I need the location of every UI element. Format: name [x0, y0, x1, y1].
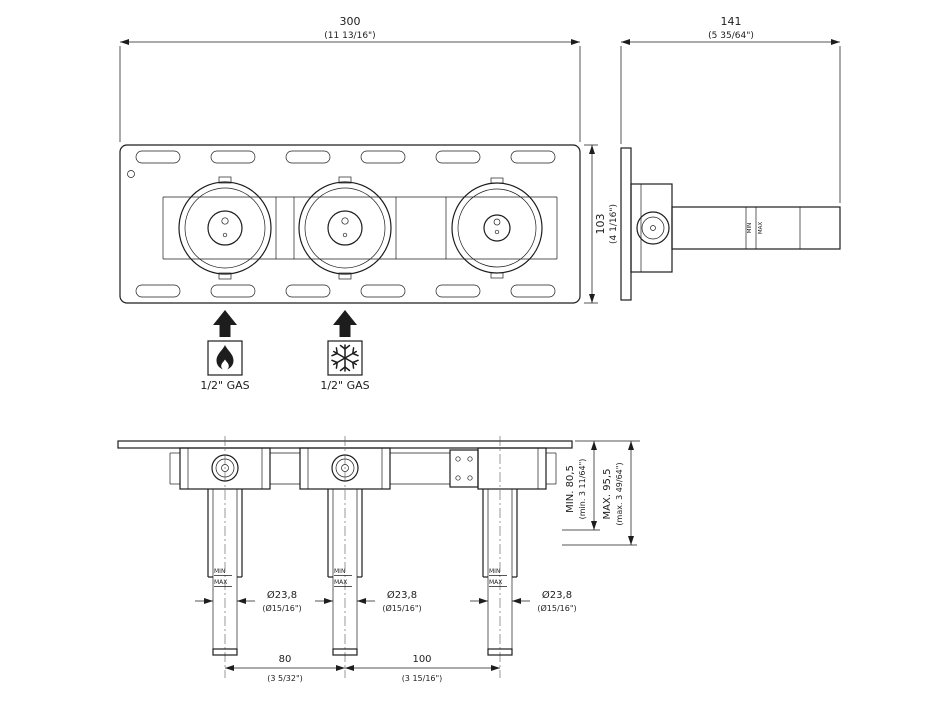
dim-max-in: (max. 3 49/64") [615, 462, 624, 525]
dim-min-in: (min. 3 11/64") [578, 459, 587, 520]
dim-dia3-mm: Ø23,8 [542, 589, 572, 601]
dim-height-mm: 103 [594, 214, 607, 235]
dim-min-max-depth: MIN. 80,5 (min. 3 11/64") MAX. 95,5 (max… [562, 440, 640, 546]
mounting-slots-top [135, 150, 556, 164]
pipe-cold: MIN MAX [327, 436, 363, 678]
pipe-outlet: MIN MAX [482, 436, 518, 678]
pipe-max-mark: MAX [334, 579, 347, 586]
dim-depth-mm: 141 [721, 15, 742, 28]
dim-height: 103 (4 1/16") [584, 144, 619, 304]
dim-width-in: (11 13/16") [324, 31, 375, 41]
snowflake-icon [331, 344, 359, 372]
hot-inlet-label: 1/2" GAS [200, 379, 249, 392]
screw-hole [127, 170, 135, 178]
dim-width-mm: 300 [340, 15, 361, 28]
dim-width: 300 (11 13/16") [119, 15, 581, 142]
dim-spacing-left-in: (3 5/32") [267, 674, 303, 683]
hot-inlet: 1/2" GAS [200, 310, 250, 392]
pipe-max-mark: MAX [489, 579, 502, 586]
mounting-rail [162, 196, 558, 260]
dim-spacing: 80 (3 5/32") 100 (3 15/16") [225, 654, 500, 683]
dim-dia2-mm: Ø23,8 [387, 589, 417, 601]
bottom-view: MIN MAX MIN MAX [117, 436, 573, 678]
dim-max-mm: MAX. 95,5 [602, 469, 613, 520]
side-pipe-max-label: MAX [758, 222, 764, 235]
side-pipe-min-label: MIN [747, 223, 753, 233]
dim-dia3-in: (Ø15/16") [537, 603, 576, 613]
housing-outlet [477, 447, 547, 490]
dim-spacing-right-mm: 100 [412, 654, 431, 665]
dim-min-mm: MIN. 80,5 [565, 465, 576, 513]
rail [169, 452, 557, 485]
up-arrow-icon [213, 310, 237, 337]
valve-body-outlet [451, 177, 543, 279]
dim-dia1-mm: Ø23,8 [267, 589, 297, 601]
mounting-slots-bottom [135, 284, 556, 298]
dim-depth-in: (5 35/64") [708, 31, 754, 41]
cold-inlet: 1/2" GAS [320, 310, 370, 392]
side-view: MIN MAX [620, 147, 841, 301]
pipe-max-mark: MAX [214, 579, 227, 586]
dim-dia1-in: (Ø15/16") [262, 603, 301, 613]
valve-body-cold [298, 176, 392, 280]
pipe-min-mark: MIN [214, 568, 225, 575]
dim-diameter-2: Ø23,8 (Ø15/16") [315, 589, 422, 613]
dim-diameter-1: Ø23,8 (Ø15/16") [195, 589, 302, 613]
dim-dia2-in: (Ø15/16") [382, 603, 421, 613]
dim-spacing-right-in: (3 15/16") [402, 674, 443, 683]
flame-icon [216, 345, 234, 370]
dim-height-in: (4 1/16") [609, 204, 619, 244]
up-arrow-icon [333, 310, 357, 337]
front-view [119, 144, 581, 304]
dim-diameter-3: Ø23,8 (Ø15/16") [470, 589, 577, 613]
pipe-hot: MIN MAX [207, 436, 243, 678]
dim-depth: 141 (5 35/64") [620, 15, 841, 203]
pipe-min-mark: MIN [489, 568, 500, 575]
dim-spacing-left-mm: 80 [279, 654, 292, 665]
pipe-min-mark: MIN [334, 568, 345, 575]
cold-inlet-label: 1/2" GAS [320, 379, 369, 392]
valve-body-hot [178, 176, 272, 280]
screw-bracket [449, 449, 479, 488]
